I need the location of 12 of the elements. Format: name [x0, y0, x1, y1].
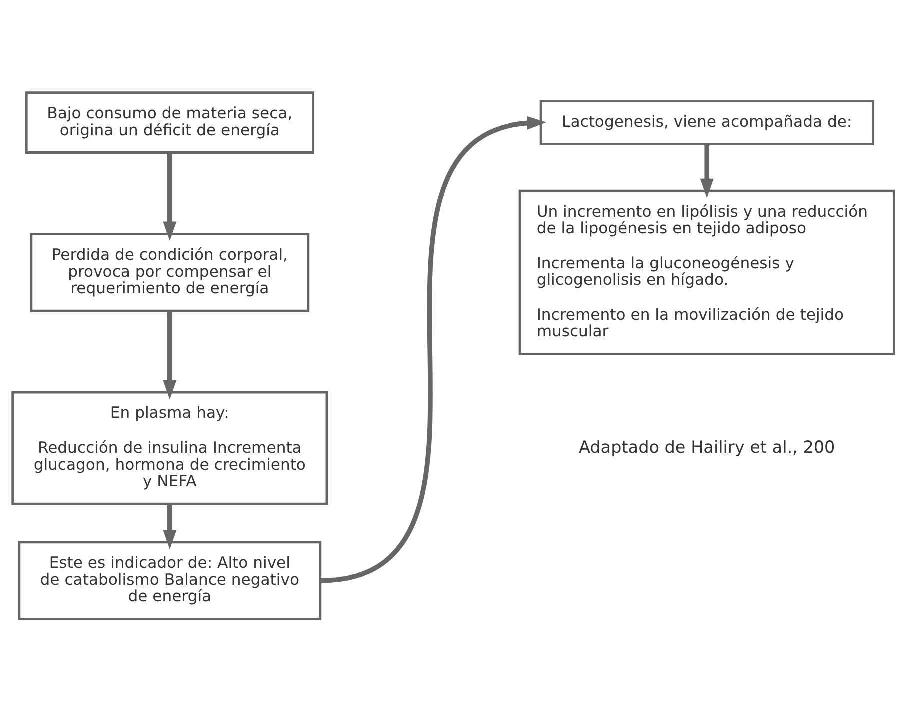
- arrow: [320, 116, 546, 583]
- label: Adaptado de Hailiry et al., 200: [578, 436, 836, 456]
- node-box: Perdida de condición corporal, provoca por compensar el requerimiento de energía: [30, 232, 310, 312]
- node-box: Bajo consumo de materia seca, origina un déficit de energía: [25, 91, 314, 154]
- arrow: [700, 144, 714, 198]
- node-box: En plasma hay: Reducción de insulina Incrementa glucagon, hormona de crecimiento y NEFA: [12, 390, 328, 505]
- node-box: Un incremento en lipólisis y una reducción de la lipogénesis en tejido adiposo Incrementa la gluconeogénesis y glicogenolisis en hígado. Incremento en la movilización de tejido muscular: [518, 189, 896, 355]
- node-box: Este es indicador de: Alto nivel de catabolismo Balance negativo de energía: [18, 540, 322, 620]
- arrow: [163, 152, 177, 241]
- arrow: [163, 504, 177, 549]
- node-box: Lactogenesis, viene acompañada de:: [540, 100, 874, 146]
- arrow: [163, 310, 177, 400]
